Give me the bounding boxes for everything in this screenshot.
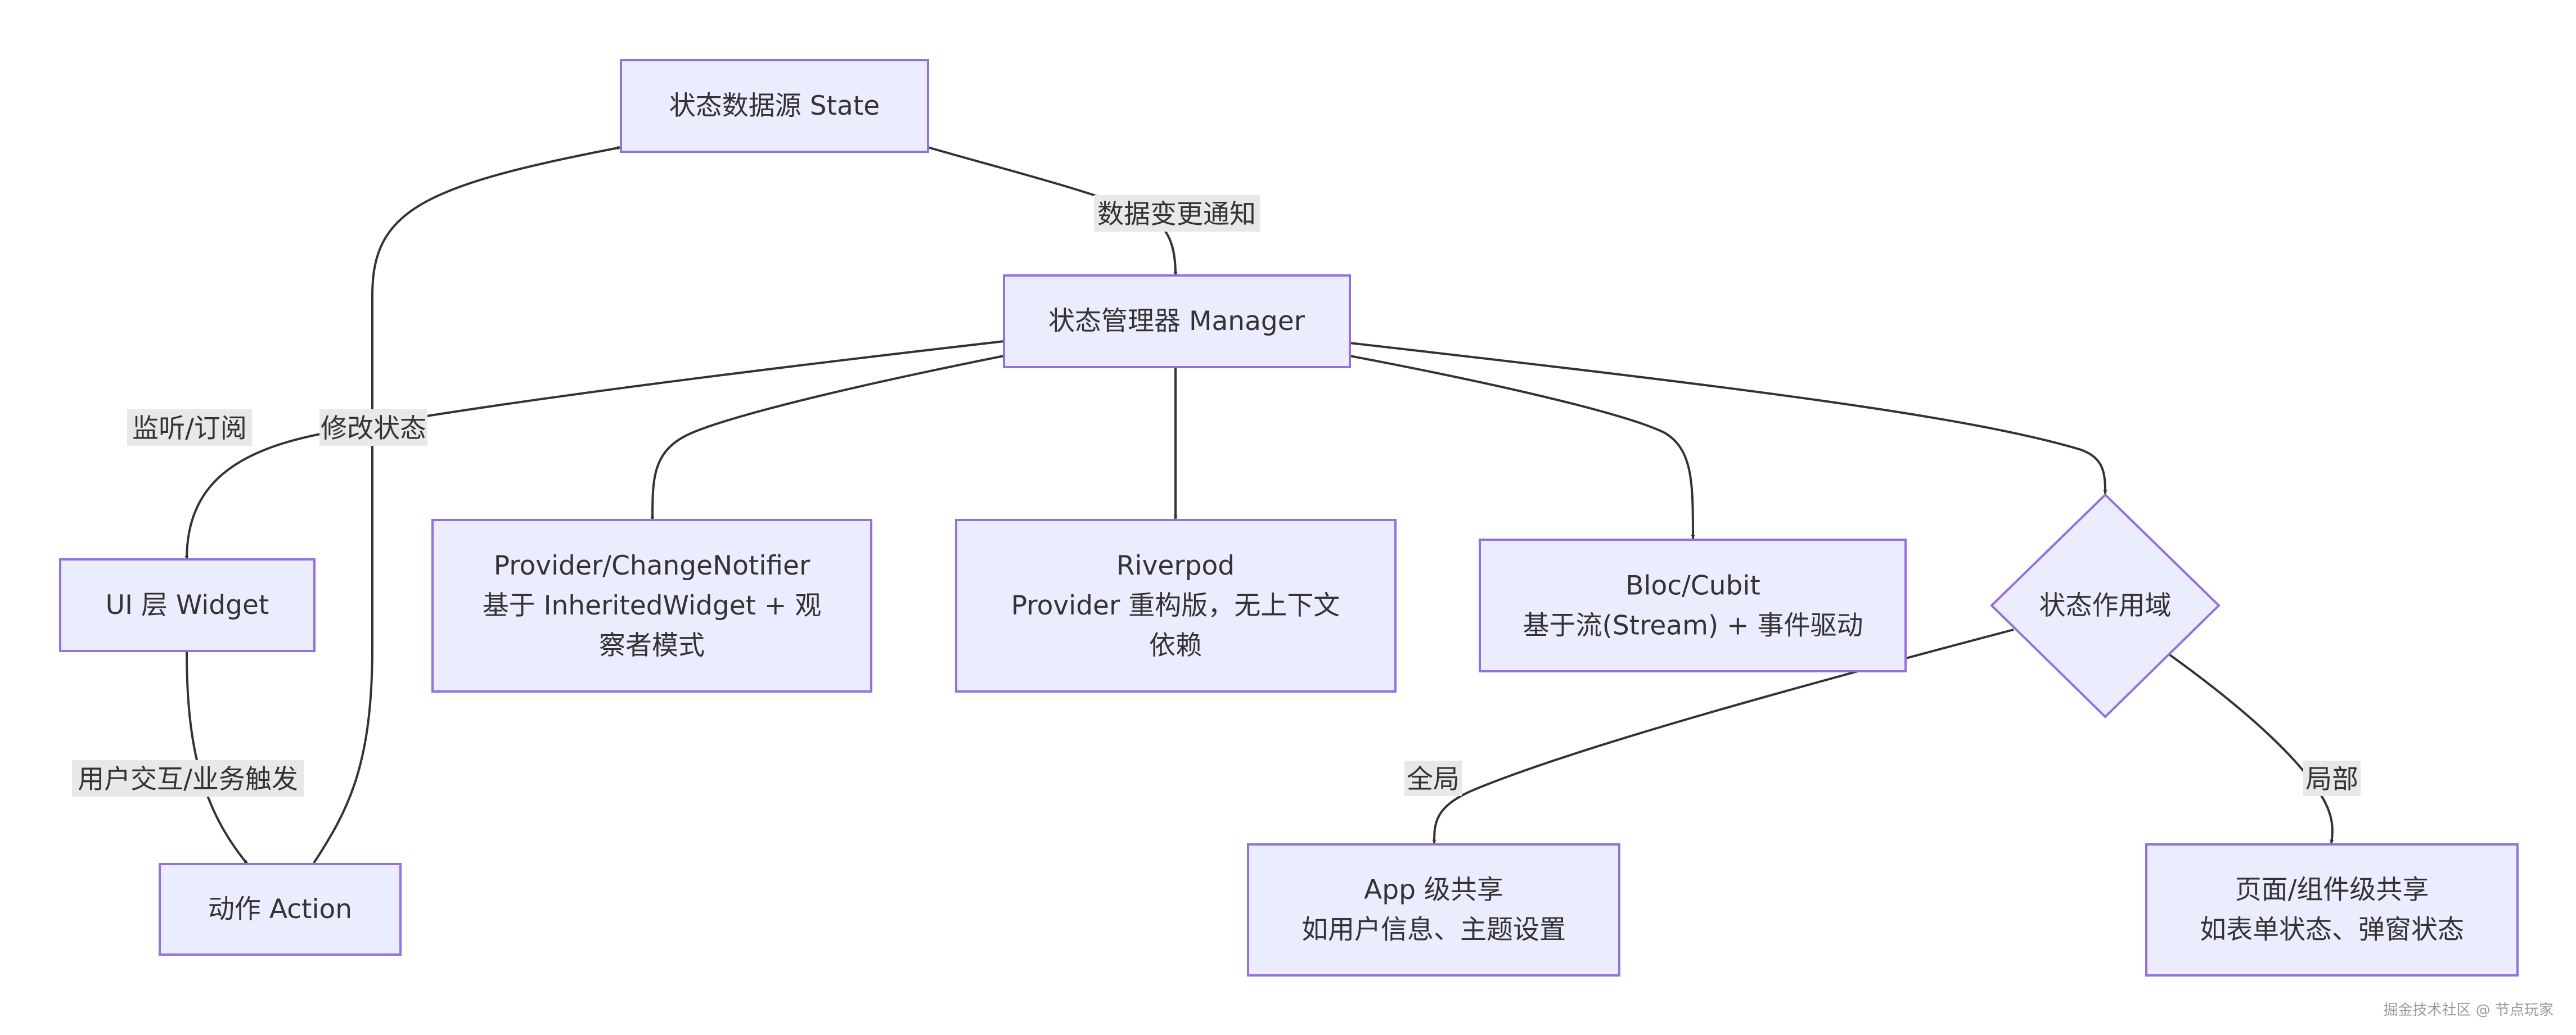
node-ui-widget-text: UI 层 Widget bbox=[106, 590, 269, 621]
node-riverpod-line-2: Provider 重构版，无上下文 bbox=[1011, 590, 1340, 621]
node-riverpod-line-1: Riverpod bbox=[1116, 550, 1235, 581]
node-riverpod-line-3: 依赖 bbox=[1149, 630, 1202, 661]
node-app-scope: App 级共享如用户信息、主题设置 bbox=[1247, 843, 1620, 977]
node-action: 动作 Action bbox=[159, 863, 402, 956]
node-provider-line-2: 基于 InheritedWidget + 观 bbox=[483, 590, 822, 621]
node-ui-line-1: UI 层 Widget bbox=[106, 590, 269, 621]
svg-text:用户交互/业务触发: 用户交互/业务触发 bbox=[78, 764, 298, 795]
node-state-line-1: 状态数据源 State bbox=[669, 91, 880, 121]
edge-label-listen: 监听/订阅 bbox=[127, 409, 252, 446]
node-state: 状态数据源 State bbox=[620, 59, 929, 153]
edge-label-modify: 修改状态 bbox=[319, 409, 427, 446]
edge-label-trigger: 用户交互/业务触发 bbox=[72, 760, 304, 797]
node-action-text: 动作 Action bbox=[208, 894, 352, 925]
edge-label-global: 全局 bbox=[1404, 761, 1462, 796]
edge-manager-to-scope bbox=[1349, 342, 2107, 494]
node-provider: Provider/ChangeNotifier 基于 InheritedWidge… bbox=[431, 519, 872, 693]
edge-label-notify: 数据变更通知 bbox=[1094, 195, 1260, 232]
node-bloc-line-1: Bloc/Cubit bbox=[1625, 571, 1760, 602]
node-bloc: Bloc/Cubit 基于流(Stream) + 事件驱动 bbox=[1479, 539, 1907, 672]
edge-manager-to-bloc bbox=[1349, 355, 1695, 539]
node-app-line-1: App 级共享 bbox=[1364, 875, 1503, 906]
edge-ui-to-action bbox=[186, 652, 249, 865]
edge-label-local: 局部 bbox=[2303, 761, 2361, 796]
node-scope-text: 状态作用域 bbox=[2039, 590, 2172, 621]
node-scope-line-1: 状态作用域 bbox=[2039, 590, 2172, 621]
node-action-line-1: 动作 Action bbox=[208, 894, 352, 925]
node-manager: 状态管理器 Manager bbox=[1003, 274, 1351, 368]
node-provider-line-3: 察者模式 bbox=[599, 630, 705, 661]
watermark-text: 掘金技术社区 @ 节点玩家 bbox=[2383, 1002, 2554, 1019]
node-bloc-text: Bloc/Cubit 基于流(Stream) + 事件驱动 bbox=[1523, 571, 1863, 641]
node-page-line-1: 页面/组件级共享 bbox=[2235, 875, 2429, 906]
node-app-scope-text: App 级共享如用户信息、主题设置 bbox=[1301, 875, 1566, 946]
edge-manager-to-provider bbox=[650, 355, 1005, 521]
node-provider-line-1: Provider/ChangeNotifier bbox=[494, 550, 810, 581]
node-manager-line-1: 状态管理器 Manager bbox=[1048, 306, 1305, 337]
svg-text:监听/订阅: 监听/订阅 bbox=[132, 413, 247, 444]
node-state-text: 状态数据源 State bbox=[669, 91, 880, 121]
svg-text:局部: 局部 bbox=[2305, 764, 2358, 795]
edge-action-to-state bbox=[313, 146, 622, 864]
node-page-line-2: 如表单状态、弹窗状态 bbox=[2200, 915, 2464, 946]
svg-text:修改状态: 修改状态 bbox=[321, 413, 426, 444]
node-page-scope: 页面/组件级共享如表单状态、弹窗状态 bbox=[2145, 843, 2519, 977]
edge-scope-to-page bbox=[2169, 654, 2334, 844]
node-provider-text: Provider/ChangeNotifier 基于 InheritedWidge… bbox=[483, 550, 822, 661]
node-manager-text: 状态管理器 Manager bbox=[1048, 306, 1305, 337]
node-page-scope-text: 页面/组件级共享如表单状态、弹窗状态 bbox=[2200, 875, 2464, 946]
svg-text:数据变更通知: 数据变更通知 bbox=[1097, 199, 1256, 230]
node-ui-widget: UI 层 Widget bbox=[59, 558, 316, 652]
node-bloc-line-2: 基于流(Stream) + 事件驱动 bbox=[1523, 611, 1863, 641]
node-scope-decision: 状态作用域 bbox=[1990, 493, 2221, 718]
node-app-line-2: 如用户信息、主题设置 bbox=[1301, 915, 1566, 946]
svg-text:全局: 全局 bbox=[1407, 764, 1460, 795]
